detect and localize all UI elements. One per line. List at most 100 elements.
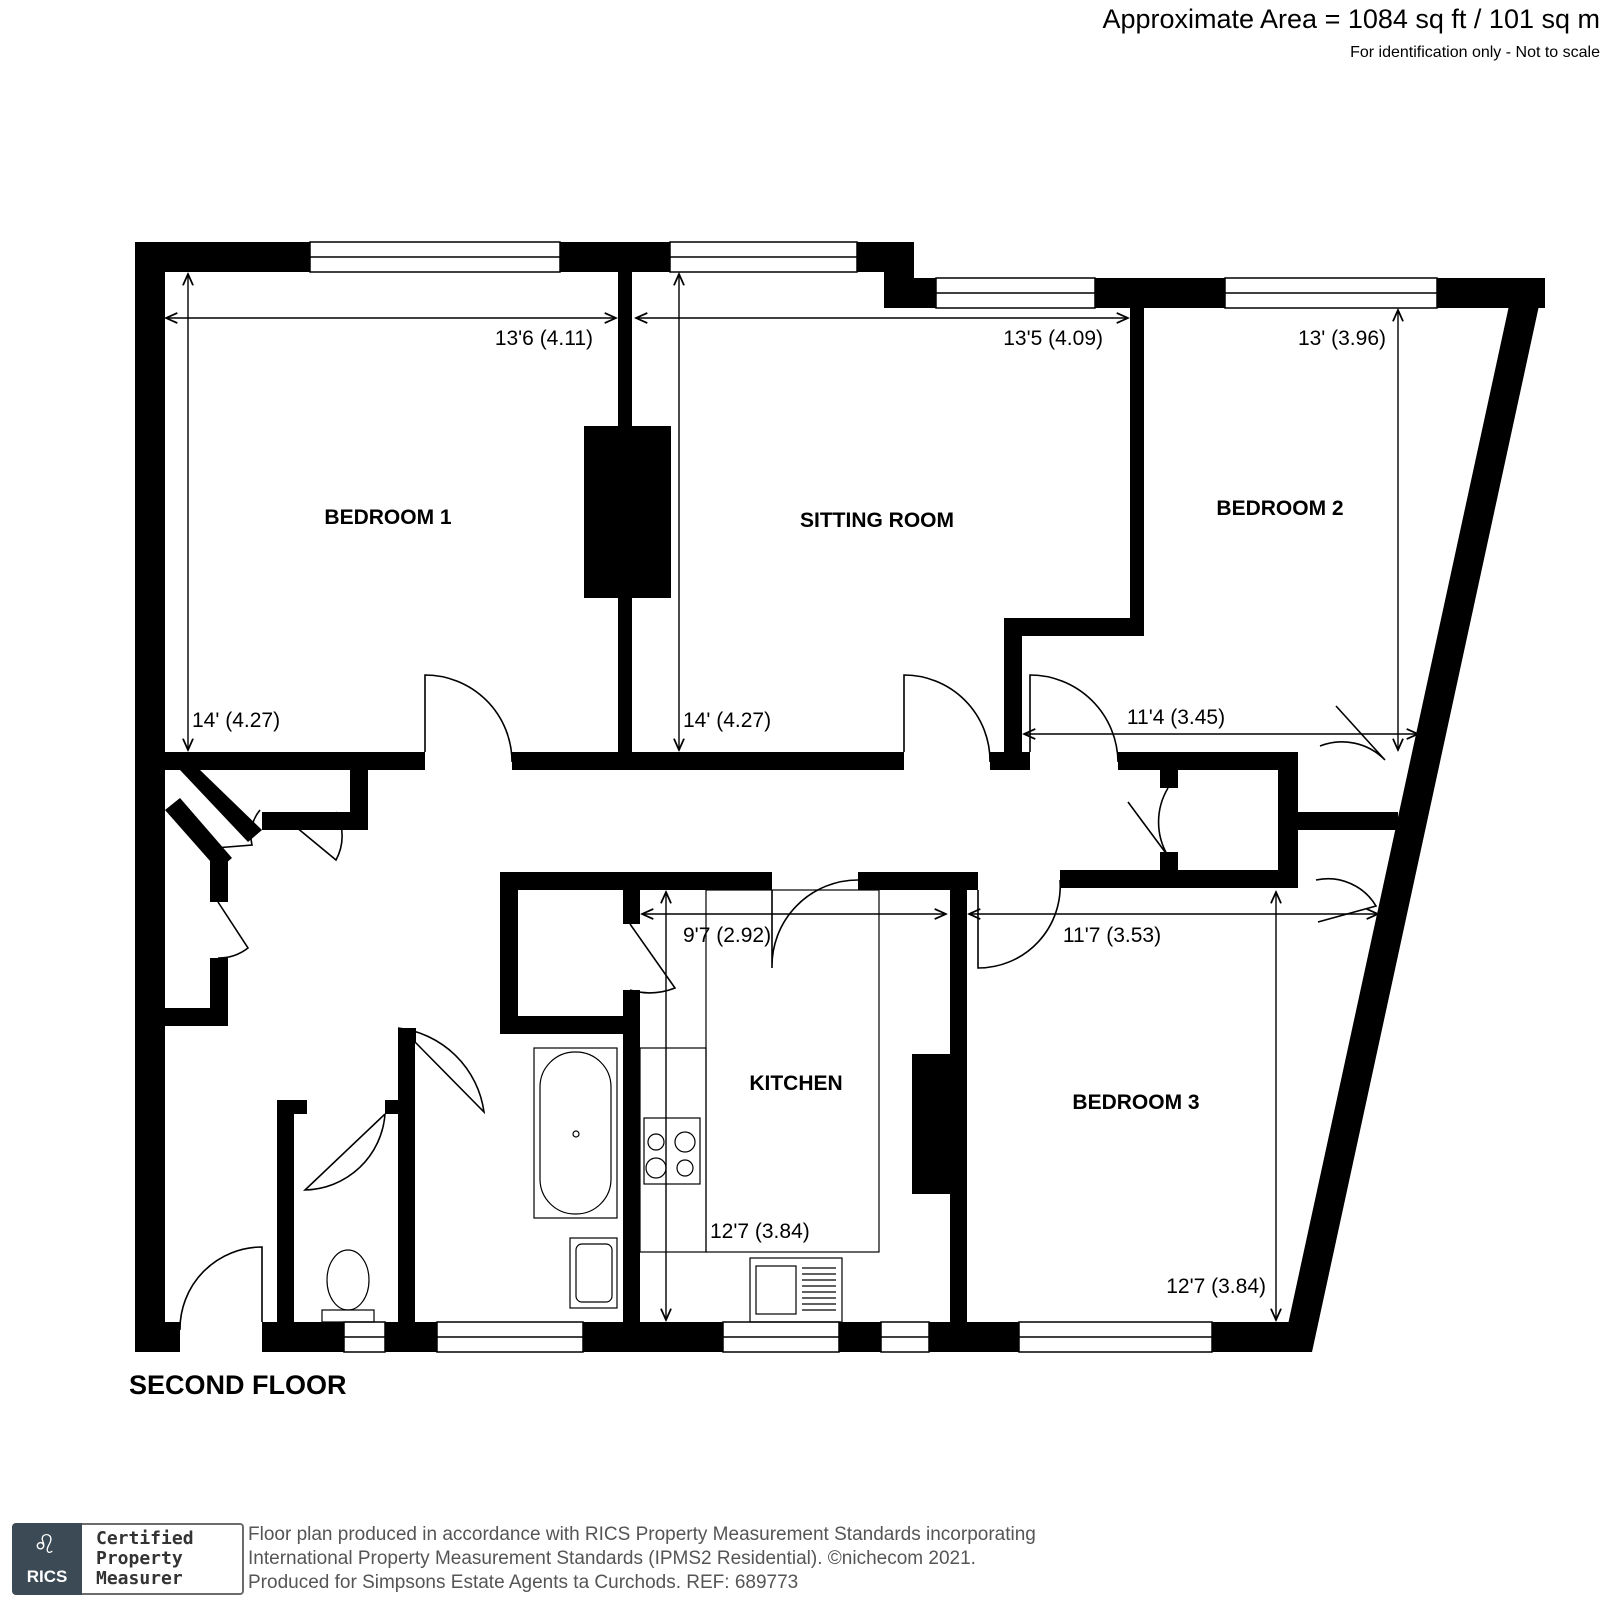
room-label-bedroom-1: BEDROOM 1 (324, 506, 452, 529)
wall-corridor-top-d (1118, 752, 1290, 770)
wall-bottom-wc (262, 1322, 344, 1352)
badge-line: Certified (96, 1528, 194, 1549)
door-bedroom-1 (424, 674, 513, 763)
dim-text-bedroom-2-length: 13' (3.96) (1298, 327, 1386, 350)
floor-label: SECOND FLOOR (129, 1370, 347, 1400)
dimension-lines (166, 274, 1418, 1320)
wall-top-bedroom-1-right (560, 242, 670, 272)
chimney-breast-bottom (912, 1054, 950, 1194)
badge-line: Property (96, 1548, 183, 1569)
wall-top-bedroom-1 (135, 242, 310, 272)
dim-text-sitting-length: 14' (4.27) (683, 709, 771, 732)
wall-wc-left (277, 1100, 294, 1352)
wall-bath-left (398, 1028, 415, 1352)
badge-line: Measurer (96, 1568, 183, 1589)
door-sitting-room (903, 674, 991, 763)
kitchen-sink-bowl (755, 1265, 797, 1315)
bathtub-inner (539, 1051, 612, 1215)
wall-kitchen-left-a (623, 890, 640, 924)
lion-icon: ♌ (33, 1529, 57, 1559)
wall-left-diagonal-a (180, 770, 262, 842)
door-bedroom-2 (1029, 674, 1119, 763)
windows (309, 241, 1438, 1353)
dim-text-kitchen-width: 9'7 (2.92) (683, 924, 771, 947)
approximate-area: Approximate Area = 1084 sq ft / 101 sq m (1102, 4, 1600, 34)
walls (135, 242, 1545, 1352)
room-label-bedroom-2: BEDROOM 2 (1216, 497, 1343, 520)
wall-bottom-bedroom-3-a (929, 1322, 1019, 1352)
room-label-bedroom-3: BEDROOM 3 (1072, 1091, 1199, 1114)
fixtures (321, 889, 880, 1323)
hob (643, 1117, 701, 1185)
wall-sitting-bed2 (1130, 308, 1144, 636)
wall-left-cupboard-e (165, 1008, 228, 1026)
wall-left (135, 242, 165, 1352)
basin (569, 1237, 618, 1309)
door-cupboard-right (1127, 787, 1169, 857)
wall-left-cupboard-b (262, 812, 368, 830)
wall-wc-top-b (385, 1100, 415, 1114)
door-entrance (179, 1246, 263, 1331)
toilet-bowl (326, 1249, 370, 1311)
rics-badge: ♌ RICS Certified Property Measurer (12, 1523, 248, 1595)
wall-kitchen-top-a (500, 872, 772, 890)
dim-text-kitchen-length: 12'7 (3.84) (710, 1220, 810, 1243)
door-store (629, 923, 677, 994)
certified-measurer-box: Certified Property Measurer (82, 1523, 244, 1595)
cupboard-right-wall (1278, 752, 1298, 880)
dim-text-bedroom-1-width: 13'6 (4.11) (495, 327, 593, 350)
footer: ♌ RICS Certified Property Measurer Floor… (12, 1523, 1212, 1597)
door-kitchen (771, 879, 859, 969)
wall-top-step (884, 278, 936, 308)
wall-corridor-top-b (512, 752, 904, 770)
dim-text-bedroom-3-length: 12'7 (3.84) (1166, 1275, 1266, 1298)
rics-logo-text: RICS (26, 1567, 68, 1586)
wall-sitting-bed2-step (1004, 618, 1144, 636)
hob-ring (645, 1157, 667, 1179)
rics-logo: ♌ RICS (12, 1523, 82, 1595)
door-bedroom-3 (977, 879, 1062, 969)
wall-bottom-bedroom-3-b (1212, 1322, 1302, 1352)
cupboard-right-divider (1298, 812, 1398, 830)
wall-store-bottom (500, 1016, 640, 1034)
kitchen-sink (749, 1257, 843, 1323)
footer-line: International Property Measurement Stand… (248, 1548, 976, 1569)
bath-drain (572, 1130, 580, 1138)
wall-diagonal (1282, 278, 1545, 1352)
basin-bowl (575, 1243, 613, 1303)
dim-text-bedroom-2-width: 11'4 (3.45) (1127, 706, 1225, 729)
chimney-breast-top (584, 426, 671, 598)
header: Approximate Area = 1084 sq ft / 101 sq m… (1102, 2, 1600, 64)
dim-text-bedroom-3-width: 11'7 (3.53) (1063, 924, 1161, 947)
wall-bottom-kitchen-b (839, 1322, 881, 1352)
door-cupboard-left-a (289, 811, 343, 862)
room-label-sitting-room: SITTING ROOM (800, 509, 954, 532)
wall-kitchen-bed3 (950, 872, 967, 1352)
door-bed3-cupboard (1315, 877, 1378, 923)
wall-wc-top-a (277, 1100, 307, 1114)
footer-line: Produced for Simpsons Estate Agents ta C… (248, 1572, 799, 1593)
wall-store-left (500, 872, 518, 1034)
wall-corridor-top-a (165, 752, 425, 770)
room-label-kitchen: KITCHEN (749, 1072, 842, 1095)
door-cupboard-left-c (217, 901, 250, 959)
dim-text-sitting-width: 13'5 (4.09) (1003, 327, 1103, 350)
kitchen-counter-long (705, 889, 880, 1253)
scale-note: For identification only - Not to scale (1350, 44, 1600, 61)
kitchen-counter (639, 1047, 707, 1253)
cupboard-stub-top (1160, 770, 1178, 788)
dim-text-bedroom-1-length: 14' (4.27) (192, 709, 280, 732)
wall-kitchen-top-b (858, 872, 978, 890)
wall-left-diagonal-b (165, 798, 232, 870)
door-wc (302, 1113, 386, 1191)
wall-top-bedroom-2-mid (1095, 278, 1225, 308)
wall-bottom-left (135, 1322, 180, 1352)
wall-left-cupboard-c (210, 860, 228, 902)
wall-bottom-kitchen-a (583, 1322, 723, 1352)
door-cupboard-left-b (214, 809, 261, 849)
toilet-cistern (321, 1309, 375, 1323)
wall-bath-top (398, 1028, 416, 1042)
wall-sitting-bed2-low (1004, 618, 1022, 770)
hob-ring (676, 1159, 694, 1177)
